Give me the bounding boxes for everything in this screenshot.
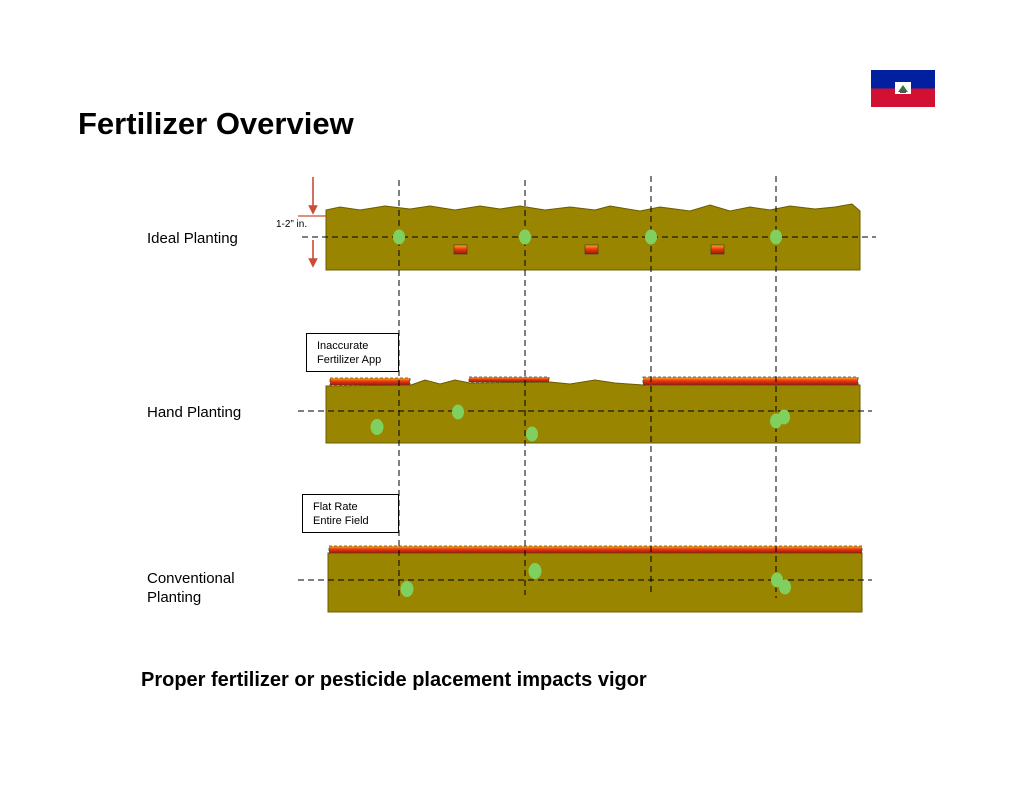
fertilizer-band: [328, 545, 863, 554]
hand-planting-label: Hand Planting: [147, 404, 242, 421]
inaccurate-fertilizer-callout: Inaccurate Fertilizer App: [306, 333, 399, 372]
seed: [400, 581, 414, 597]
fertilizer-band: [468, 376, 550, 383]
callout-line: Entire Field: [313, 515, 369, 527]
callout-line: Flat Rate: [313, 501, 358, 513]
seed: [779, 579, 791, 595]
fertilizer-band: [642, 376, 859, 386]
depth-label: 1-2” in.: [276, 219, 308, 230]
fertilizer-pellet: [710, 244, 725, 255]
callout-line: Inaccurate: [317, 340, 369, 352]
seed: [393, 229, 405, 245]
seed: [370, 419, 384, 435]
seed: [528, 563, 542, 579]
haiti-flag-icon: [871, 70, 935, 107]
flat-rate-callout: Flat Rate Entire Field: [302, 494, 399, 533]
seed: [770, 229, 782, 245]
slide-title: Fertilizer Overview: [78, 106, 354, 141]
seed: [519, 229, 531, 245]
callout-line: Fertilizer App: [317, 354, 382, 366]
fertilizer-pellet: [584, 244, 599, 255]
fertilizer-pellet: [453, 244, 468, 255]
seed: [526, 426, 538, 442]
ideal-planting-label: Ideal Planting: [147, 230, 238, 247]
seed: [645, 229, 657, 245]
seed: [778, 409, 790, 425]
footer-caption: Proper fertilizer or pesticide placement…: [141, 669, 647, 691]
seed: [452, 404, 464, 420]
fertilizer-band: [329, 377, 411, 386]
conventional-planting-label: Conventional Planting: [147, 570, 235, 606]
